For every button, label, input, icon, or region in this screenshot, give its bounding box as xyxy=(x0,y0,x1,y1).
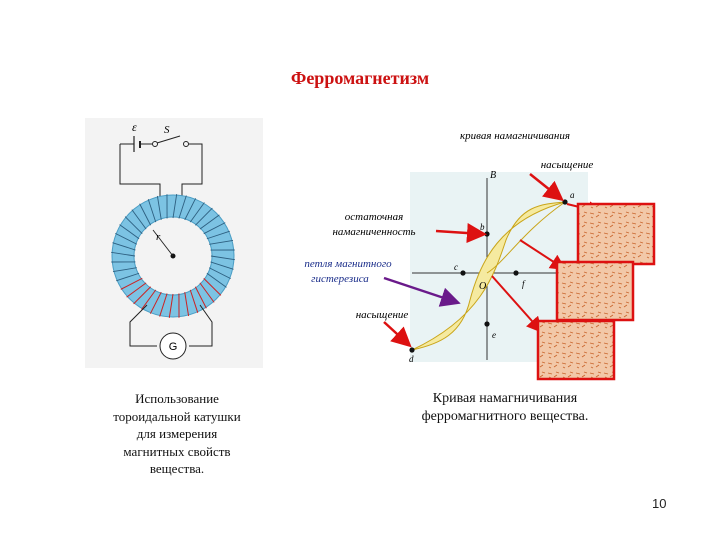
origin-label: O xyxy=(479,281,486,292)
secondary-winding-turn xyxy=(149,291,162,314)
primary-winding-turn xyxy=(147,199,157,223)
domain-image-random xyxy=(536,319,616,381)
point-e xyxy=(484,321,490,327)
primary-winding-turn xyxy=(131,209,147,230)
page-number: 10 xyxy=(652,496,667,511)
primary-winding-turn xyxy=(189,202,205,223)
arrow-domain-3 xyxy=(491,275,543,333)
circuit-background xyxy=(85,118,263,368)
secondary-winding-turn xyxy=(189,289,199,313)
secondary-winding-turn xyxy=(184,292,190,317)
toroid-coil xyxy=(111,194,235,318)
caption-curve-line: Кривая намагничивания xyxy=(432,391,578,406)
primary-winding-turn xyxy=(210,261,234,270)
secondary-winding-turn xyxy=(141,289,157,310)
point-c xyxy=(460,270,466,276)
primary-winding-turn xyxy=(172,194,178,219)
point-a xyxy=(562,199,568,205)
caption-toroid-line: для измерения xyxy=(136,426,218,441)
point-d-label: d xyxy=(409,354,414,364)
primary-winding-turn xyxy=(209,239,234,245)
switch-label: S xyxy=(164,124,170,136)
initial-magnetization-curve xyxy=(486,201,566,274)
switch-symbol xyxy=(152,135,189,147)
hysteresis-label-line2: гистерезиса xyxy=(311,273,369,285)
primary-winding-turn xyxy=(112,242,136,251)
caption-toroid-line: вещества. xyxy=(149,461,205,476)
primary-winding-turn xyxy=(199,214,220,230)
point-b-label: b xyxy=(480,222,485,232)
secondary-winding-turn xyxy=(159,293,168,317)
primary-winding-turn xyxy=(208,267,231,280)
remanence-label-line2: намагниченность xyxy=(332,226,415,238)
point-e-label: e xyxy=(492,330,496,340)
point-f-label: f xyxy=(522,279,526,289)
saturation-bottom-label: насыщение xyxy=(356,309,409,321)
secondary-winding-turn xyxy=(133,286,152,305)
radius-label: r xyxy=(156,231,161,243)
caption-curve: Кривая намагничивания ферромагнитного ве… xyxy=(380,390,630,426)
secondary-winding-turn xyxy=(120,277,143,290)
primary-winding-turn xyxy=(195,207,213,226)
arrow-hysteresis xyxy=(383,276,461,307)
primary-winding-turn xyxy=(206,272,227,288)
secondary-winding-turn xyxy=(194,286,207,309)
galvanometer-label: G xyxy=(169,341,178,353)
emf-label: ε xyxy=(132,120,137,134)
secondary-winding-turn xyxy=(203,277,222,296)
secondary-wires xyxy=(129,304,213,347)
point-a-label: a xyxy=(570,190,575,200)
domain-image-remanent xyxy=(555,260,635,322)
point-f xyxy=(513,270,519,276)
secondary-winding-turn xyxy=(126,282,147,298)
primary-winding-turn xyxy=(112,267,137,273)
primary-winding-turn xyxy=(119,224,140,240)
arrow-saturation-bottom xyxy=(383,321,412,348)
caption-toroid: Использование тороидальной катушки для и… xyxy=(82,390,272,478)
galvanometer xyxy=(159,332,187,360)
primary-winding-turn xyxy=(156,195,162,220)
toroid-circuit: ε S r G xyxy=(85,118,263,368)
point-c-label: c xyxy=(454,262,458,272)
arrow-remanence xyxy=(435,223,487,244)
primary-winding-turn xyxy=(124,216,143,234)
caption-toroid-line: тороидальной катушки xyxy=(113,408,241,424)
primary-wires xyxy=(119,143,203,198)
caption-toroid-line: магнитных свойств xyxy=(123,443,231,459)
caption-toroid-line: Использование xyxy=(135,391,219,406)
point-b xyxy=(484,231,490,237)
hysteresis-label-line1: петля магнитного xyxy=(304,258,392,270)
primary-winding-turn xyxy=(210,255,235,261)
primary-winding-turn xyxy=(206,230,230,240)
domain-image-saturated xyxy=(576,202,656,266)
radius-line xyxy=(152,229,174,257)
slide-title: Ферромагнетизм xyxy=(290,68,430,88)
arrow-saturation-top xyxy=(529,173,564,202)
primary-winding-turn xyxy=(203,222,226,235)
secondary-winding-turn xyxy=(168,293,174,318)
primary-winding-turn xyxy=(178,195,187,219)
secondary-winding-turn xyxy=(199,282,215,303)
primary-winding-turn xyxy=(139,203,152,226)
primary-winding-turn xyxy=(116,272,140,282)
caption-curve-line: ферромагнитного вещества. xyxy=(421,409,589,424)
primary-winding-turn xyxy=(184,198,197,221)
primary-winding-turn xyxy=(111,251,136,257)
magnetization-curve-label: кривая намагничивания xyxy=(460,130,570,142)
saturation-top-label: насыщение xyxy=(541,159,594,171)
b-axis-label: B xyxy=(490,170,496,181)
remanence-label-line1: остаточная xyxy=(345,211,403,223)
point-d xyxy=(409,347,415,353)
primary-winding-turn xyxy=(115,232,138,245)
